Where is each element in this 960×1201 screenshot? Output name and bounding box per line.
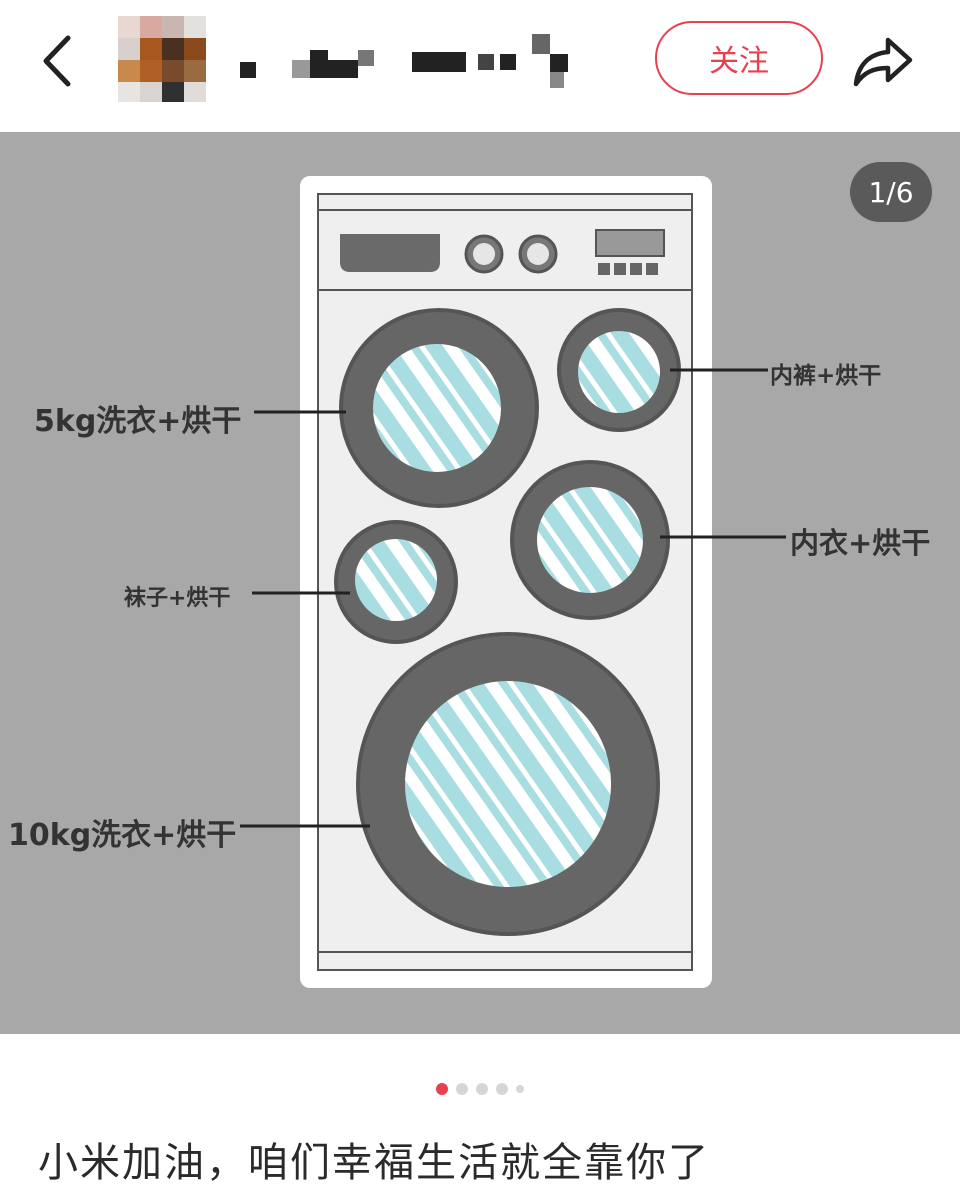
page-dot[interactable] — [456, 1083, 468, 1095]
label-underpants-dry: 内裤+烘干 — [770, 363, 882, 389]
label-10kg-wash-dry: 10kg洗衣+烘干 — [8, 818, 237, 853]
label-5kg-wash-dry: 5kg洗衣+烘干 — [34, 404, 242, 439]
image-counter: 1/6 — [850, 162, 932, 222]
page-dot[interactable] — [496, 1083, 508, 1095]
page-dot[interactable] — [476, 1083, 488, 1095]
avatar[interactable] — [118, 16, 206, 102]
image-viewer[interactable]: 5kg洗衣+烘干 内裤+烘干 内衣+烘干 袜子+烘干 10kg洗衣+烘干 1/6 — [0, 132, 960, 1034]
username-pixelated — [238, 30, 598, 90]
back-button[interactable] — [30, 26, 90, 96]
top-bar: 关注 — [0, 0, 960, 128]
washing-machine-illustration — [240, 176, 786, 988]
label-underwear-dry: 内衣+烘干 — [790, 526, 931, 560]
follow-button[interactable]: 关注 — [655, 21, 823, 95]
post-caption: 小米加油，咱们幸福生活就全靠你了 — [38, 1140, 710, 1186]
chevron-left-icon — [43, 35, 71, 87]
label-socks-dry: 袜子+烘干 — [124, 586, 231, 611]
page-indicator — [0, 1080, 960, 1098]
follow-label: 关注 — [709, 44, 769, 79]
share-arrow-icon — [853, 37, 913, 87]
page-dot[interactable] — [516, 1085, 524, 1093]
share-button[interactable] — [850, 30, 916, 90]
page-dot[interactable] — [436, 1083, 448, 1095]
